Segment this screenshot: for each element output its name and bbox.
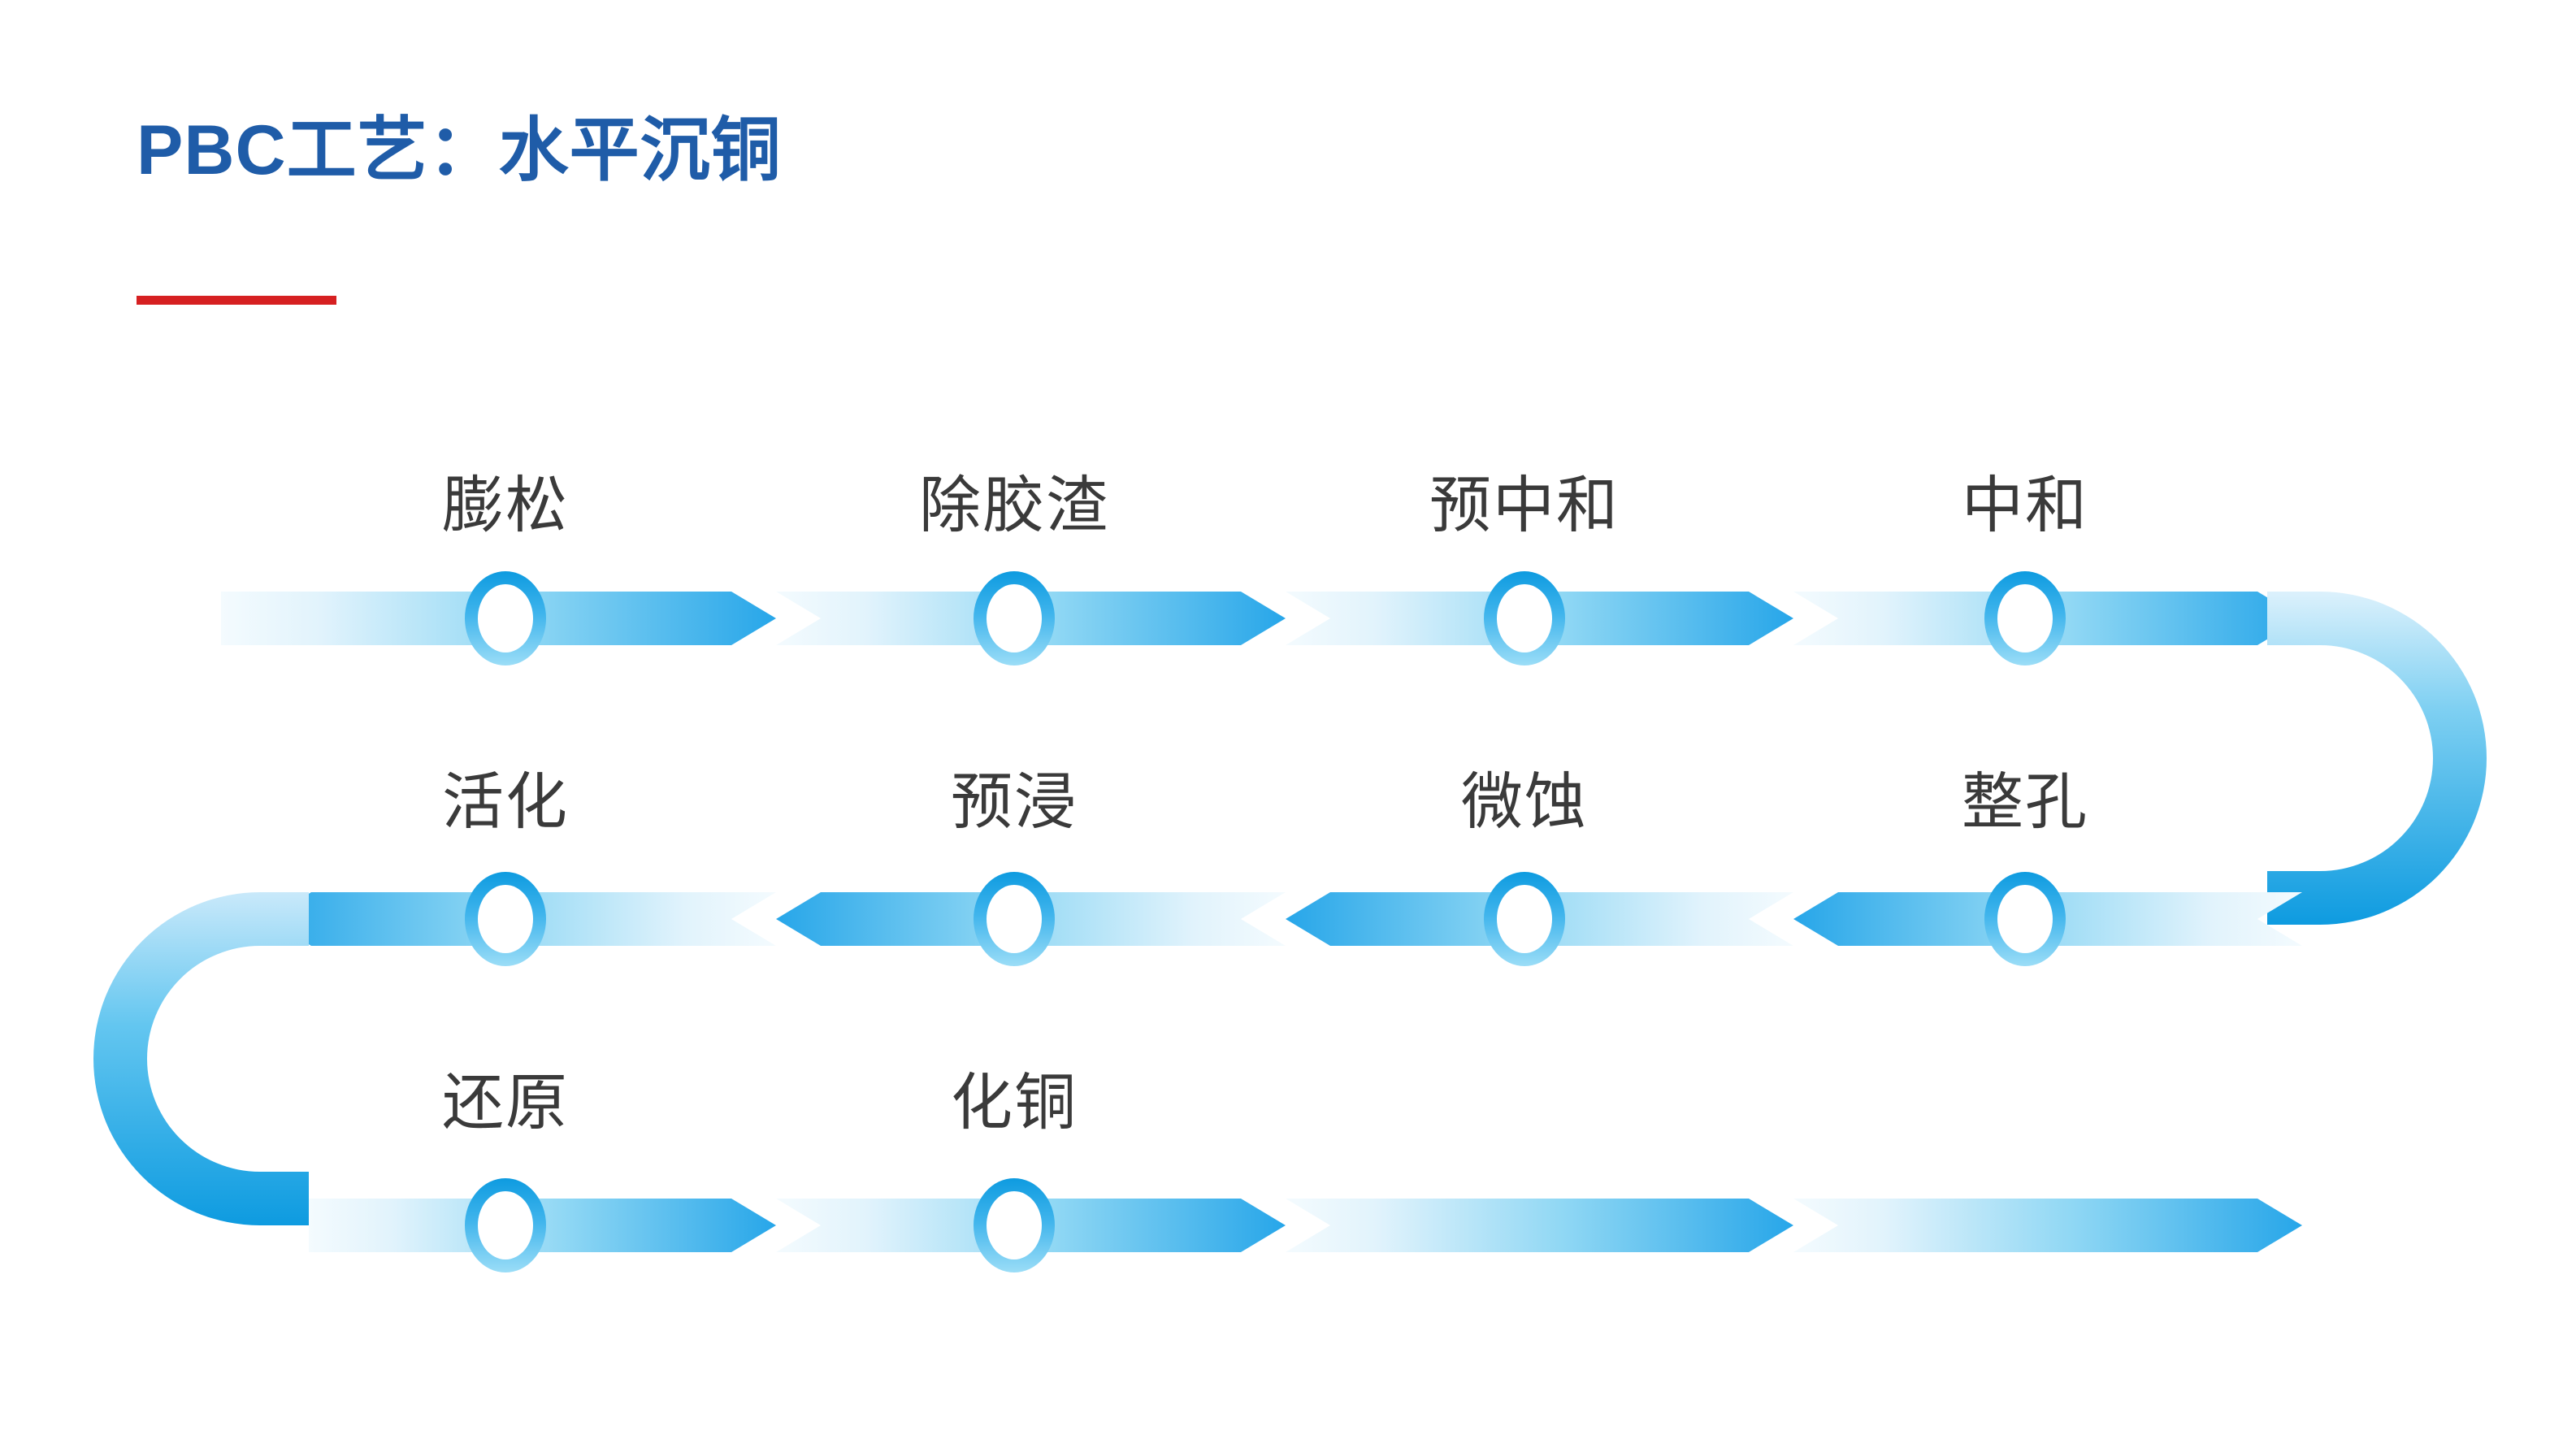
- connector-right-uturn: [2267, 592, 2487, 925]
- title-underline-accent: [137, 296, 336, 305]
- step-node-2-inner: [987, 584, 1042, 652]
- step-node-circles: [465, 571, 2066, 1272]
- title-block: PBC工艺：水平沉铜: [137, 111, 1437, 305]
- step-label-10: 化铜: [951, 1069, 1078, 1138]
- uturn-left-path: [93, 892, 309, 1225]
- step-node-5-inner: [1997, 885, 2053, 953]
- step-node-8-inner: [478, 885, 533, 953]
- row-3-arrows: [309, 1199, 2302, 1252]
- step-node-1-inner: [478, 584, 533, 652]
- connector-left-uturn: [93, 892, 309, 1225]
- step-label-4: 中和: [1962, 471, 2088, 540]
- step-node-4-inner: [1997, 584, 2053, 652]
- step-label-5: 整孔: [1962, 768, 2088, 837]
- uturn-right-path: [2267, 592, 2487, 925]
- arrow-segment-r3-4: [1793, 1199, 2302, 1252]
- step-node-9-inner: [478, 1191, 533, 1259]
- step-node-10-inner: [987, 1191, 1042, 1259]
- step-label-7: 预浸: [951, 768, 1078, 837]
- step-label-2: 除胶渣: [919, 471, 1109, 540]
- step-node-3-inner: [1497, 584, 1552, 652]
- step-label-6: 微蚀: [1461, 768, 1588, 837]
- step-label-8: 活化: [442, 768, 569, 837]
- step-node-7-inner: [987, 885, 1042, 953]
- step-node-6-inner: [1497, 885, 1552, 953]
- arrow-segment-r3-3: [1286, 1199, 1793, 1252]
- step-label-3: 预中和: [1429, 471, 1620, 540]
- step-label-9: 还原: [442, 1069, 569, 1138]
- page-title: PBC工艺：水平沉铜: [137, 111, 782, 189]
- step-label-1: 膨松: [442, 471, 569, 540]
